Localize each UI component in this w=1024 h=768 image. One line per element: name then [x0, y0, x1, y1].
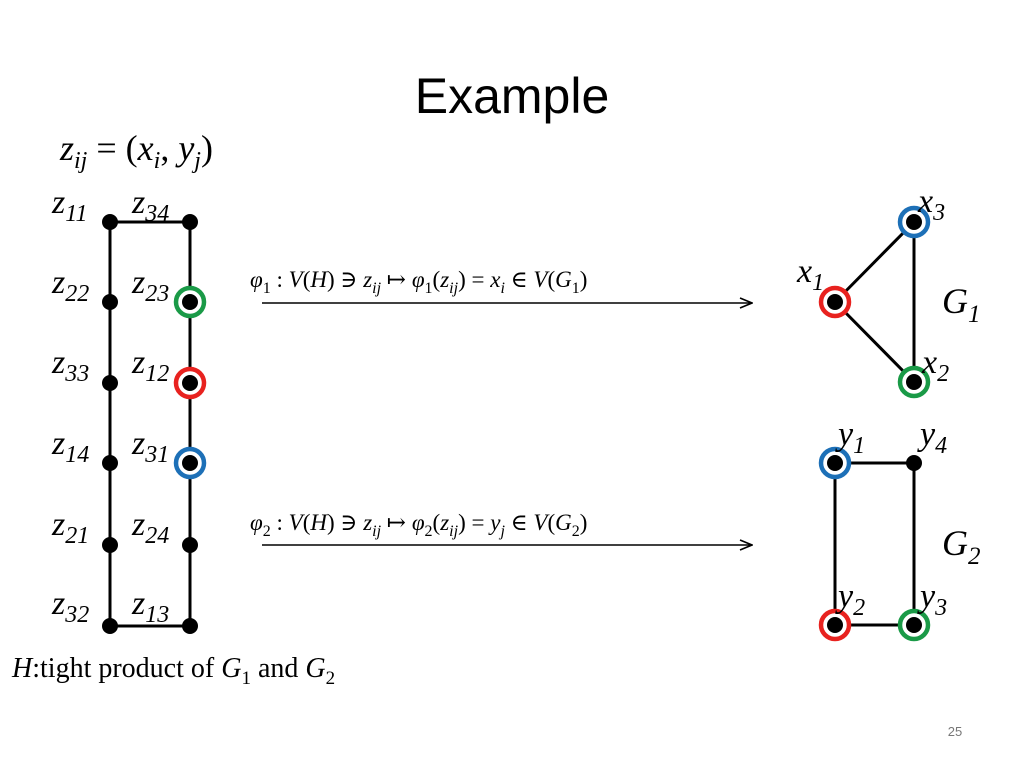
g1-edge-x1-x3 — [833, 220, 916, 304]
g1-vertex-x3-dot — [906, 214, 922, 230]
phi2-formula: φ2 : V(H) ∋ zij ↦ φ2(zij) = yj ∈ V(G2) — [250, 510, 587, 540]
g2-vertex-y1 — [818, 446, 852, 480]
h-vertex-z11-dot — [102, 214, 118, 230]
h-vertex-z32-dot — [102, 618, 118, 634]
h-vertex-z34 — [182, 214, 198, 230]
graph-g1-edges — [833, 220, 916, 384]
h-vertex-z13 — [182, 618, 198, 634]
definition-formula: zij = (xi, yj) — [59, 128, 213, 174]
g2-label-y4: y4 — [917, 416, 947, 459]
g2-vertex-y2 — [818, 608, 852, 642]
g1-label-x3: x3 — [917, 183, 945, 226]
g1-vertex-x3 — [897, 205, 931, 239]
g1-vertex-x1 — [818, 285, 852, 319]
g1-label-x1: x1 — [796, 253, 824, 296]
h-vertex-z33 — [102, 375, 118, 391]
g2-label-y1: y1 — [835, 416, 865, 459]
h-vertex-z34-dot — [182, 214, 198, 230]
graph-g1-name: G1 — [942, 281, 981, 328]
h-vertex-z12 — [173, 366, 207, 400]
h-vertex-z22-dot — [102, 294, 118, 310]
g1-label-x2: x2 — [921, 344, 949, 387]
h-vertex-z21-dot — [102, 537, 118, 553]
g2-label-y3: y3 — [917, 578, 947, 621]
h-vertex-z12-dot — [182, 375, 198, 391]
h-label-z34: z34 — [131, 184, 169, 227]
graph-g2-vertices — [818, 446, 931, 642]
h-vertex-z32 — [102, 618, 118, 634]
caption-text: H:tight product of G1 and G2 — [11, 653, 335, 689]
g2-vertex-y3 — [897, 608, 931, 642]
g2-vertex-y1-dot — [827, 455, 843, 471]
h-label-z11: z11 — [51, 184, 87, 227]
graph-h-vertices — [102, 214, 207, 634]
g1-vertex-x2 — [897, 365, 931, 399]
h-label-z32: z32 — [51, 585, 89, 628]
h-label-z23: z23 — [131, 264, 169, 307]
h-vertex-z14 — [102, 455, 118, 471]
g2-vertex-y4-dot — [906, 455, 922, 471]
h-label-z33: z33 — [51, 344, 89, 387]
h-vertex-z24-dot — [182, 537, 198, 553]
graph-g1-labels: x1 x2 x3 — [796, 183, 949, 387]
g2-vertex-y4 — [906, 455, 922, 471]
h-vertex-z31 — [173, 446, 207, 480]
graph-g2-name: G2 — [942, 523, 981, 570]
h-label-z14: z14 — [51, 425, 89, 468]
h-label-z22: z22 — [51, 264, 89, 307]
g1-vertex-x2-dot — [906, 374, 922, 390]
h-vertex-z23-dot — [182, 294, 198, 310]
g1-vertex-x1-dot — [827, 294, 843, 310]
h-vertex-z14-dot — [102, 455, 118, 471]
slide-title: Example — [414, 68, 610, 124]
h-vertex-z13-dot — [182, 618, 198, 634]
h-label-z21: z21 — [51, 506, 89, 549]
h-vertex-z33-dot — [102, 375, 118, 391]
h-label-z13: z13 — [131, 585, 169, 628]
page-number: 25 — [947, 724, 963, 739]
h-vertex-z22 — [102, 294, 118, 310]
graph-h-labels: z11 z34 z22 z23 z33 z12 z14 z31 z21 z24 z32 z13 — [51, 184, 169, 628]
graph-g1-vertices — [818, 205, 931, 399]
phi1-formula: φ1 : V(H) ∋ zij ↦ φ1(zij) = xi ∈ V(G1) — [250, 267, 587, 297]
g2-vertex-y3-dot — [906, 617, 922, 633]
h-vertex-z23 — [173, 285, 207, 319]
definition-z: z — [59, 128, 74, 168]
graph-g2-labels: y1 y2 y3 y4 — [835, 416, 947, 621]
h-vertex-z21 — [102, 537, 118, 553]
h-label-z24: z24 — [131, 506, 169, 549]
h-label-z12: z12 — [131, 344, 169, 387]
g2-label-y2: y2 — [835, 578, 865, 621]
h-vertex-z24 — [182, 537, 198, 553]
h-vertex-z11 — [102, 214, 118, 230]
h-label-z31: z31 — [131, 425, 169, 468]
definition-z-sub: ij — [74, 148, 88, 174]
h-vertex-z31-dot — [182, 455, 198, 471]
g1-edge-x1-x2 — [833, 300, 916, 384]
g2-vertex-y2-dot — [827, 617, 843, 633]
